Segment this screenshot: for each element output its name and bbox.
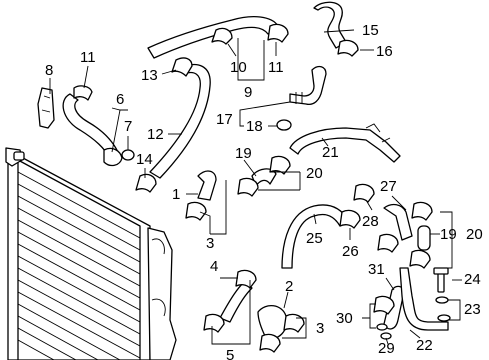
callout-19-right: 19 <box>440 226 457 243</box>
clamp-3-upper <box>185 201 207 221</box>
callout-29: 29 <box>378 340 395 357</box>
pipe-22 <box>399 267 449 331</box>
clamp-28-lower <box>377 233 399 253</box>
hose-12 <box>149 63 211 179</box>
callout-13: 13 <box>141 67 158 84</box>
callout-1: 1 <box>172 186 180 203</box>
callout-9: 9 <box>244 84 252 101</box>
clamp-20-bottom <box>237 177 259 197</box>
hose-19 <box>251 168 277 187</box>
o-ring-7 <box>121 149 135 161</box>
callout-23: 23 <box>464 301 481 318</box>
callout-16: 16 <box>376 43 393 60</box>
callout-21: 21 <box>322 144 339 161</box>
clamp-20-right <box>411 201 433 221</box>
callout-11-left: 11 <box>80 49 96 66</box>
callout-10: 10 <box>230 59 247 76</box>
clamp-11-left <box>73 85 93 101</box>
clamp-30-upper <box>373 295 395 315</box>
callout-14: 14 <box>136 151 153 168</box>
washer-23b <box>437 314 451 322</box>
clamp-28 <box>353 183 375 203</box>
callout-28: 28 <box>362 213 379 230</box>
washer-30 <box>376 323 388 331</box>
callout-22: 22 <box>416 337 433 354</box>
hose-1 <box>197 170 217 201</box>
callout-15: 15 <box>362 22 379 39</box>
clamp-20-top <box>269 155 291 175</box>
callout-3-upper: 3 <box>206 235 214 252</box>
clamp-13 <box>171 57 193 77</box>
washer-23a <box>435 296 449 304</box>
clamp-16 <box>337 39 359 57</box>
upper-hose <box>147 15 279 59</box>
clamp-3-lower-b <box>259 333 281 353</box>
callout-7: 7 <box>124 118 132 135</box>
clamp-10 <box>211 27 233 45</box>
callout-19-mid: 19 <box>235 145 252 162</box>
pipe-17 <box>289 65 327 106</box>
hose-4 <box>219 281 253 323</box>
callout-31: 31 <box>368 261 385 278</box>
callout-12: 12 <box>147 126 164 143</box>
callout-20-mid: 20 <box>306 165 323 182</box>
callout-4: 4 <box>210 258 218 275</box>
callout-25: 25 <box>306 230 323 247</box>
seal-2 <box>257 305 288 340</box>
clamp-20-lower-right <box>409 249 431 269</box>
callout-18: 18 <box>246 118 263 135</box>
callout-30: 30 <box>336 310 353 327</box>
tube-21 <box>289 127 401 163</box>
clamp-3-lower-a <box>283 313 305 333</box>
callout-3-lower: 3 <box>316 320 324 337</box>
callout-5: 5 <box>226 347 234 360</box>
callout-labels: 1 2 3 3 4 5 6 7 8 9 10 11 11 12 13 14 15… <box>45 22 483 360</box>
clamp-5-upper <box>235 269 257 289</box>
hose-27 <box>383 203 413 241</box>
callout-6: 6 <box>116 91 124 108</box>
leader-lines <box>49 29 462 345</box>
callout-26: 26 <box>342 243 359 260</box>
callout-17: 17 <box>216 111 233 128</box>
callout-27: 27 <box>380 178 397 195</box>
callout-24: 24 <box>464 271 481 288</box>
callout-20-right: 20 <box>466 226 483 243</box>
callout-8: 8 <box>45 62 53 79</box>
clamp-26 <box>339 209 361 229</box>
callout-11-right: 11 <box>268 59 284 76</box>
clamp-14 <box>135 173 157 193</box>
callout-2: 2 <box>285 278 293 295</box>
bolt-24 <box>437 271 445 293</box>
clamp-5-lower <box>203 313 225 333</box>
bracket-8 <box>37 87 55 129</box>
radiator <box>5 147 177 360</box>
clamp-11-right <box>267 23 289 43</box>
hose-19-right <box>417 225 431 251</box>
pipe-end-6 <box>103 147 123 167</box>
o-ring-18 <box>276 119 292 131</box>
